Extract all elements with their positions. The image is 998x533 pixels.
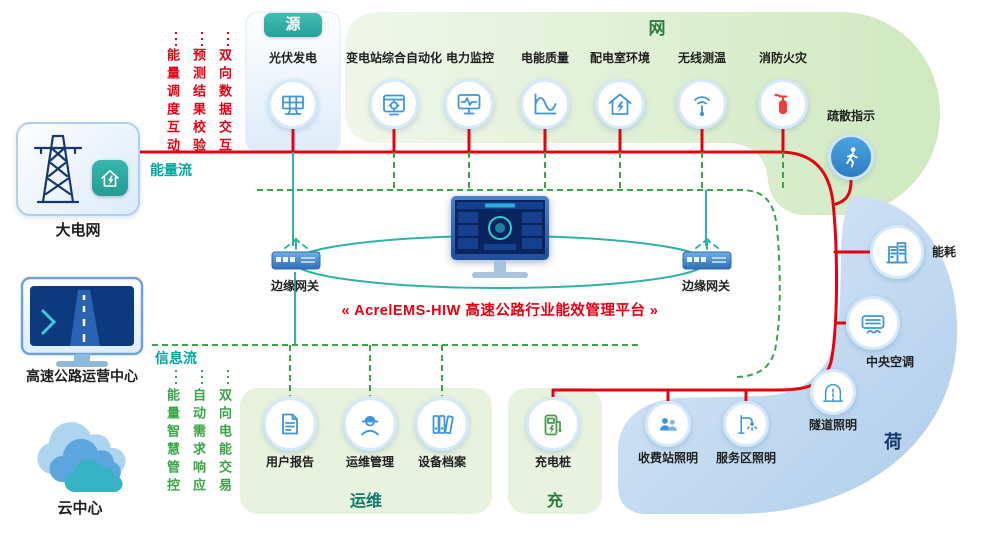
energy-consumption-label: 能耗 bbox=[932, 245, 957, 259]
substation-automation-label: 变电站综合自动化 bbox=[345, 51, 443, 65]
energy-consumption-icon bbox=[870, 225, 924, 279]
service-area-lighting-icon bbox=[723, 401, 769, 447]
charging-pile-label: 充电桩 bbox=[534, 455, 572, 469]
caption-bidirectional-trading: 双向电能交易 bbox=[217, 388, 232, 496]
user-report-icon bbox=[263, 397, 317, 451]
source-section-badge: 源 bbox=[264, 13, 322, 37]
load-section-title: 荷 bbox=[884, 432, 902, 452]
power-monitoring-icon bbox=[444, 79, 494, 129]
caption-bidirectional-data: 双向数据交互 bbox=[217, 48, 232, 156]
power-quality-label: 电能质量 bbox=[520, 51, 570, 65]
tunnel-lighting-label: 隧道照明 bbox=[808, 418, 858, 432]
power-grid-card bbox=[16, 122, 140, 216]
info-flow-label: 信息流 bbox=[155, 350, 197, 366]
maintenance-label: 运维管理 bbox=[345, 455, 395, 469]
caption-auto-demand-response: 自动需求响应 bbox=[191, 388, 206, 496]
edge-gateway-right-label: 边缘网关 bbox=[681, 279, 731, 293]
pv-icon bbox=[268, 79, 318, 129]
edge-gateway-left-label: 边缘网关 bbox=[270, 279, 320, 293]
monitor-neck bbox=[494, 260, 506, 273]
central-monitor bbox=[451, 196, 549, 260]
cloud-center-icon bbox=[37, 422, 126, 492]
monitor-base bbox=[472, 272, 528, 278]
caption-energy-dispatch: 能量调度互动 bbox=[165, 48, 180, 156]
service-area-lighting-label: 服务区照明 bbox=[715, 451, 777, 465]
platform-title: « AcrelEMS-HIW 高速公路行业能效管理平台 » bbox=[341, 303, 659, 319]
wireless-temp-icon bbox=[677, 79, 727, 129]
charging-pile-icon bbox=[526, 397, 580, 451]
central-ac-label: 中央空调 bbox=[865, 355, 915, 369]
equipment-archive-label: 设备档案 bbox=[417, 455, 467, 469]
operation-center-label: 高速公路运营中心 bbox=[26, 368, 138, 384]
user-report-label: 用户报告 bbox=[265, 455, 315, 469]
substation-automation-icon bbox=[369, 79, 419, 129]
charge-section-title: 充 bbox=[546, 493, 564, 510]
energy-flow-label: 能量流 bbox=[150, 162, 192, 178]
edge-gateway-right-icon bbox=[682, 238, 732, 270]
central-ac-icon bbox=[846, 296, 900, 350]
cloud-center-label: 云中心 bbox=[57, 500, 103, 517]
evacuation-label: 疏散指示 bbox=[826, 109, 876, 123]
distribution-room-icon bbox=[595, 79, 645, 129]
equipment-archive-icon bbox=[415, 397, 469, 451]
wireless-temp-label: 无线测温 bbox=[677, 51, 727, 65]
power-quality-icon bbox=[520, 79, 570, 129]
caption-smart-energy-control: 能量智慧管控 bbox=[165, 388, 180, 496]
tunnel-lighting-icon bbox=[810, 369, 856, 415]
power-monitoring-label: 电力监控 bbox=[445, 51, 495, 65]
power-grid-label: 大电网 bbox=[55, 222, 101, 239]
maintenance-icon bbox=[343, 397, 397, 451]
distribution-room-label: 配电室环境 bbox=[589, 51, 651, 65]
house-power-icon bbox=[92, 160, 128, 196]
toll-lighting-icon bbox=[645, 401, 691, 447]
ops-section-title: 运维 bbox=[349, 493, 383, 510]
edge-gateway-left-icon bbox=[271, 238, 321, 270]
caption-forecast-check: 预测结果校验 bbox=[191, 48, 206, 156]
operation-center-icon bbox=[20, 276, 144, 367]
grid-section-title: 网 bbox=[648, 19, 666, 38]
evacuation-icon bbox=[828, 134, 874, 180]
pv-label: 光伏发电 bbox=[268, 51, 318, 65]
toll-lighting-label: 收费站照明 bbox=[637, 451, 699, 465]
transmission-tower-icon bbox=[33, 134, 83, 204]
fire-safety-label: 消防火灾 bbox=[758, 51, 808, 65]
fire-safety-icon bbox=[758, 79, 808, 129]
dashboard-screen bbox=[455, 200, 545, 254]
